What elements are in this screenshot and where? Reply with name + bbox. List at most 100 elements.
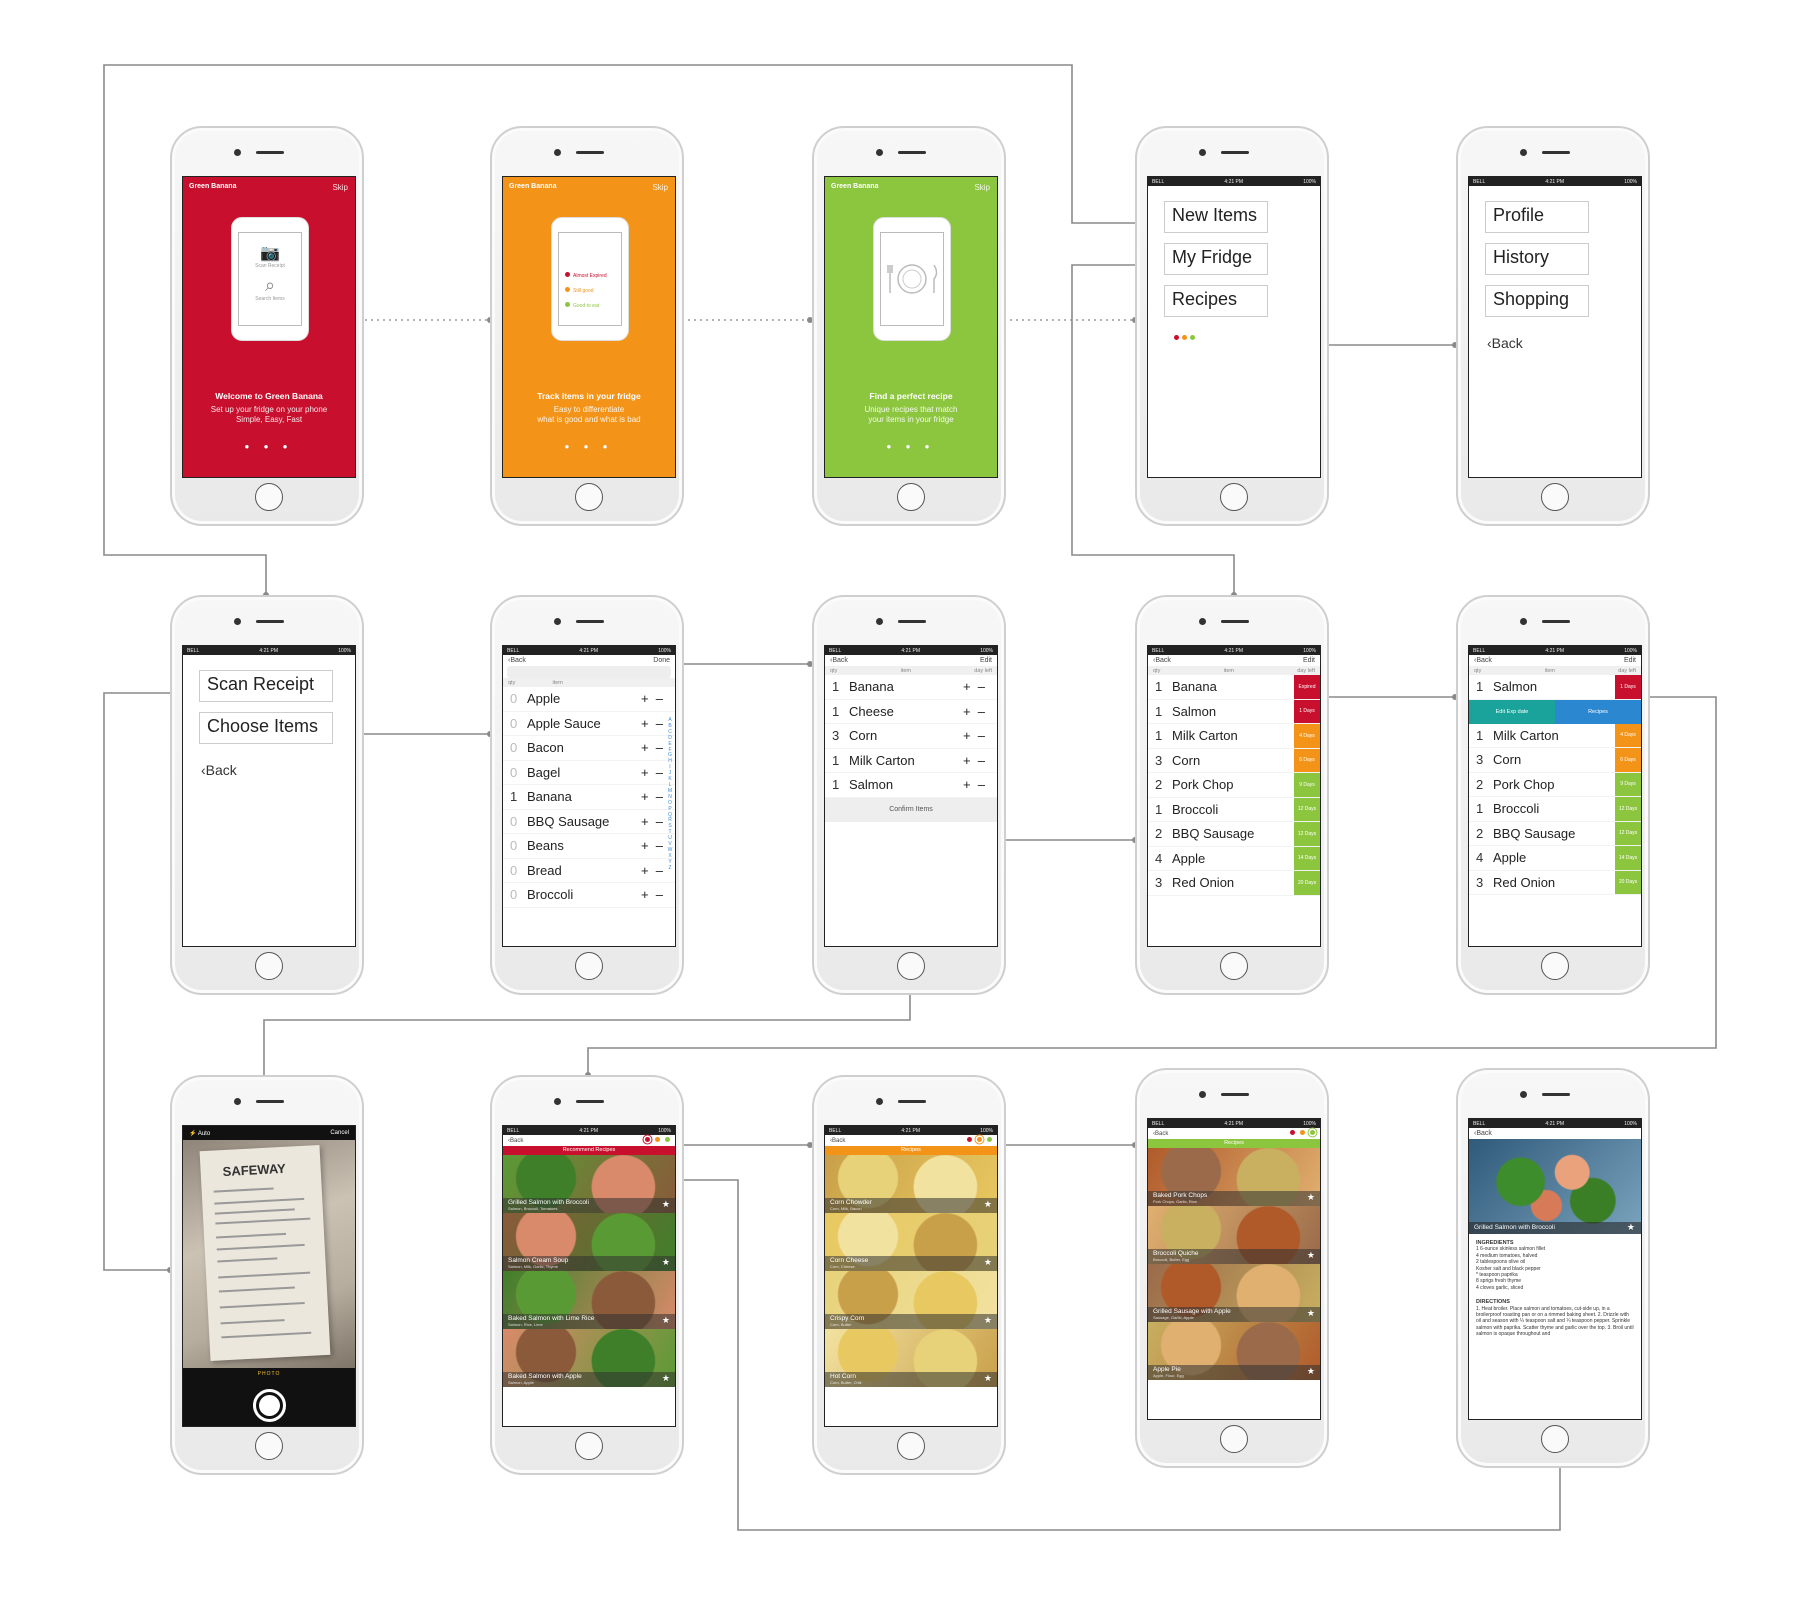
alphabet-letter[interactable]: P	[668, 805, 672, 812]
search-input[interactable]	[507, 666, 671, 678]
alphabet-letter[interactable]: T	[668, 829, 672, 836]
skip-button[interactable]: Skip	[974, 183, 990, 192]
filter-tabs[interactable]	[1285, 1130, 1315, 1137]
edit-button[interactable]: Edit	[1302, 657, 1315, 664]
filter-tabs[interactable]	[640, 1137, 670, 1144]
minus-icon[interactable]: –	[977, 703, 985, 719]
red-filter-dot[interactable]	[645, 1137, 650, 1142]
favorite-star-icon[interactable]: ★	[983, 1315, 992, 1325]
minus-icon[interactable]: –	[655, 715, 663, 731]
back-button[interactable]: ‹Back	[508, 1137, 524, 1144]
favorite-star-icon[interactable]: ★	[661, 1199, 670, 1209]
minus-icon[interactable]: –	[655, 789, 663, 805]
fridge-row-selected[interactable]: 1 Salmon 1 Days	[1469, 675, 1641, 700]
skip-button[interactable]: Skip	[652, 183, 668, 192]
back-button[interactable]: ‹Back	[201, 762, 237, 778]
alphabet-letter[interactable]: V	[668, 841, 672, 848]
recipes-action-button[interactable]: Recipes	[1555, 699, 1641, 724]
qty-stepper[interactable]: +–	[641, 740, 675, 755]
back-button[interactable]: ‹Back	[830, 657, 848, 664]
choose-items-button[interactable]: Choose Items	[199, 712, 333, 744]
recipes-button[interactable]: Recipes	[1164, 285, 1268, 317]
scan-receipt-button[interactable]: Scan Receipt	[199, 670, 333, 702]
alphabet-letter[interactable]: E	[668, 740, 672, 747]
alphabet-letter[interactable]: B	[668, 722, 672, 729]
qty-stepper[interactable]: +–	[641, 716, 675, 731]
alphabet-letter[interactable]: N	[668, 793, 672, 800]
alphabet-letter[interactable]: G	[668, 752, 672, 759]
new-items-button[interactable]: New Items	[1164, 201, 1268, 233]
shutter-button[interactable]	[253, 1389, 286, 1422]
qty-stepper[interactable]: +–	[641, 838, 675, 853]
minus-icon[interactable]: –	[655, 887, 663, 903]
profile-button[interactable]: Profile	[1485, 201, 1589, 233]
plus-icon[interactable]: +	[963, 752, 971, 768]
plus-icon[interactable]: +	[641, 715, 649, 731]
my-fridge-button[interactable]: My Fridge	[1164, 243, 1268, 275]
plus-icon[interactable]: +	[963, 777, 971, 793]
alphabet-letter[interactable]: H	[668, 758, 672, 765]
alphabet-letter[interactable]: K	[668, 776, 672, 783]
qty-stepper[interactable]: +–	[963, 777, 997, 792]
minus-icon[interactable]: –	[655, 813, 663, 829]
qty-stepper[interactable]: +–	[641, 887, 675, 902]
back-button[interactable]: ‹Back	[508, 657, 526, 664]
orange-filter-dot[interactable]	[655, 1137, 660, 1142]
minus-icon[interactable]: –	[655, 862, 663, 878]
history-button[interactable]: History	[1485, 243, 1589, 275]
favorite-star-icon[interactable]: ★	[1306, 1366, 1315, 1376]
alphabet-letter[interactable]: X	[668, 852, 672, 859]
favorite-star-icon[interactable]: ★	[661, 1315, 670, 1325]
green-filter-dot[interactable]	[665, 1137, 670, 1142]
qty-stepper[interactable]: +–	[963, 679, 997, 694]
alphabet-letter[interactable]: L	[668, 781, 672, 788]
minus-icon[interactable]: –	[977, 679, 985, 695]
orange-filter-dot[interactable]	[1300, 1130, 1305, 1135]
alphabet-letter[interactable]: D	[668, 734, 672, 741]
plus-icon[interactable]: +	[641, 838, 649, 854]
filter-tabs[interactable]	[962, 1137, 992, 1144]
favorite-star-icon[interactable]: ★	[1306, 1192, 1315, 1202]
qty-stepper[interactable]: +–	[641, 814, 675, 829]
minus-icon[interactable]: –	[655, 740, 663, 756]
qty-stepper[interactable]: +–	[963, 753, 997, 768]
favorite-star-icon[interactable]: ★	[983, 1199, 992, 1209]
page-indicator[interactable]: ● ● ●	[886, 442, 936, 451]
more-dots-button[interactable]	[1174, 327, 1195, 345]
minus-icon[interactable]: –	[655, 691, 663, 707]
plus-icon[interactable]: +	[641, 764, 649, 780]
alphabet-letter[interactable]: F	[668, 746, 672, 753]
qty-stepper[interactable]: +–	[641, 863, 675, 878]
qty-stepper[interactable]: +–	[963, 728, 997, 743]
alphabet-letter[interactable]: Y	[668, 858, 672, 865]
alphabet-letter[interactable]: U	[668, 835, 672, 842]
back-button[interactable]: ‹Back	[830, 1137, 846, 1144]
plus-icon[interactable]: +	[641, 862, 649, 878]
flash-toggle[interactable]: ⚡ Auto	[189, 1130, 211, 1137]
